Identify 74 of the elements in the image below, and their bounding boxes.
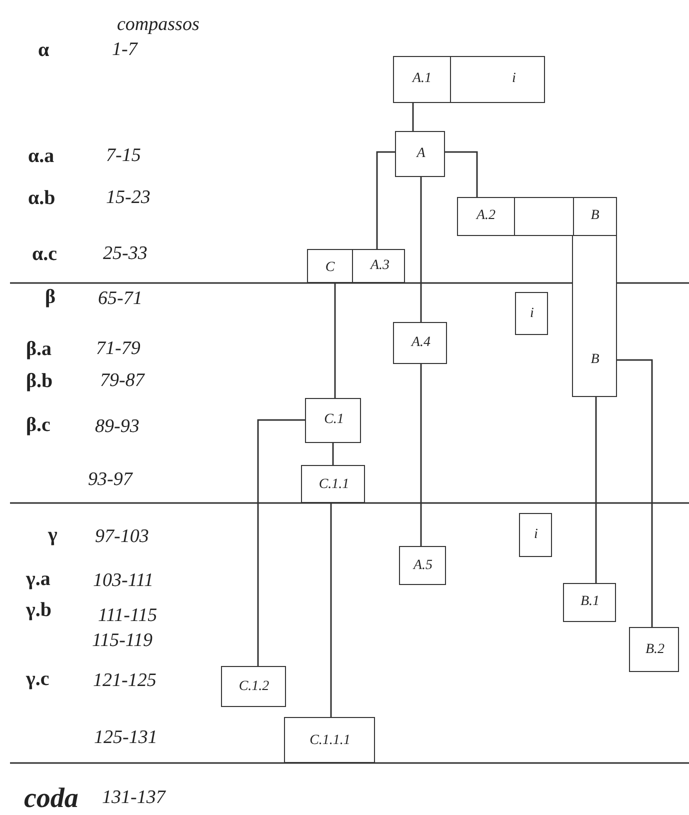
section-box: [399, 546, 446, 585]
section-box: [395, 131, 445, 177]
section-name: α: [38, 40, 50, 60]
measure-range: 121-125: [93, 671, 156, 690]
section-label: B: [590, 208, 600, 224]
connector-line: [334, 283, 336, 398]
section-label: A.4: [411, 335, 431, 352]
section-label: A: [416, 146, 426, 162]
connector-line: [412, 103, 414, 131]
section-name: α.b: [28, 188, 56, 208]
measure-range: 125-131: [94, 728, 158, 747]
section-label: C.1: [324, 412, 344, 428]
connector-line: [330, 503, 332, 717]
section-label: C.1.1.1: [310, 733, 350, 750]
section-name: β: [45, 287, 56, 307]
section-box: [301, 465, 365, 503]
connector-line: [376, 151, 395, 249]
measure-range: 131-137: [102, 788, 166, 807]
connector-line: [420, 364, 422, 546]
measure-range: 103-111: [93, 571, 154, 590]
section-box: [519, 513, 552, 557]
measure-range: 111-115: [98, 606, 158, 625]
section-name: β.c: [26, 415, 50, 435]
section-box: [305, 398, 361, 443]
section-label: i: [530, 306, 534, 322]
measure-range: 15-23: [106, 188, 150, 207]
section-box: [221, 666, 286, 707]
section-label: B: [590, 352, 600, 368]
section-name: γ.c: [26, 669, 50, 689]
section-name: α.c: [32, 244, 58, 264]
section-box: [393, 322, 447, 364]
connector-line: [445, 151, 478, 197]
section-label: C.1.2: [238, 679, 270, 696]
section-box: [457, 197, 617, 236]
section-name: β.b: [26, 371, 53, 391]
section-box: [515, 292, 548, 335]
section-box: [563, 583, 616, 622]
measure-range: 7-15: [106, 146, 141, 165]
section-label: i: [512, 71, 516, 88]
section-label: A.3: [370, 258, 390, 274]
section-label: C: [325, 260, 335, 276]
connector-line: [420, 177, 422, 322]
section-box: [284, 717, 375, 763]
measure-range: 89-93: [95, 417, 140, 436]
section-label: i: [534, 527, 538, 544]
section-label: A.2: [476, 208, 496, 224]
section-name: coda: [24, 785, 78, 813]
measure-range: 115-119: [92, 631, 153, 650]
connector-line: [595, 397, 597, 583]
measure-range: 93-97: [88, 470, 132, 489]
section-box: [572, 235, 617, 397]
connector-line: [332, 443, 334, 465]
section-name: γ.a: [26, 569, 50, 589]
section-name: γ: [48, 525, 58, 545]
section-label: A.1: [412, 71, 432, 88]
connector-line: [617, 359, 653, 627]
measure-range: 65-71: [98, 289, 142, 308]
section-box: [307, 249, 405, 283]
measure-range: 71-79: [96, 339, 140, 358]
section-label: A.5: [413, 558, 433, 574]
section-name: α.a: [28, 146, 54, 166]
section-label: C.1.1: [318, 477, 350, 494]
measure-range: 79-87: [100, 371, 144, 390]
measure-range: 1-7: [112, 40, 138, 59]
section-label: B.1: [580, 594, 600, 610]
connector-line: [257, 419, 305, 666]
section-label: B.2: [645, 642, 665, 658]
measure-range: 97-103: [95, 527, 149, 546]
section-box: [393, 56, 545, 103]
column-heading: compassos: [117, 15, 200, 34]
section-box: [629, 627, 679, 672]
measure-range: 25-33: [103, 244, 148, 263]
section-name: γ.b: [26, 600, 52, 620]
section-name: β.a: [26, 339, 52, 359]
